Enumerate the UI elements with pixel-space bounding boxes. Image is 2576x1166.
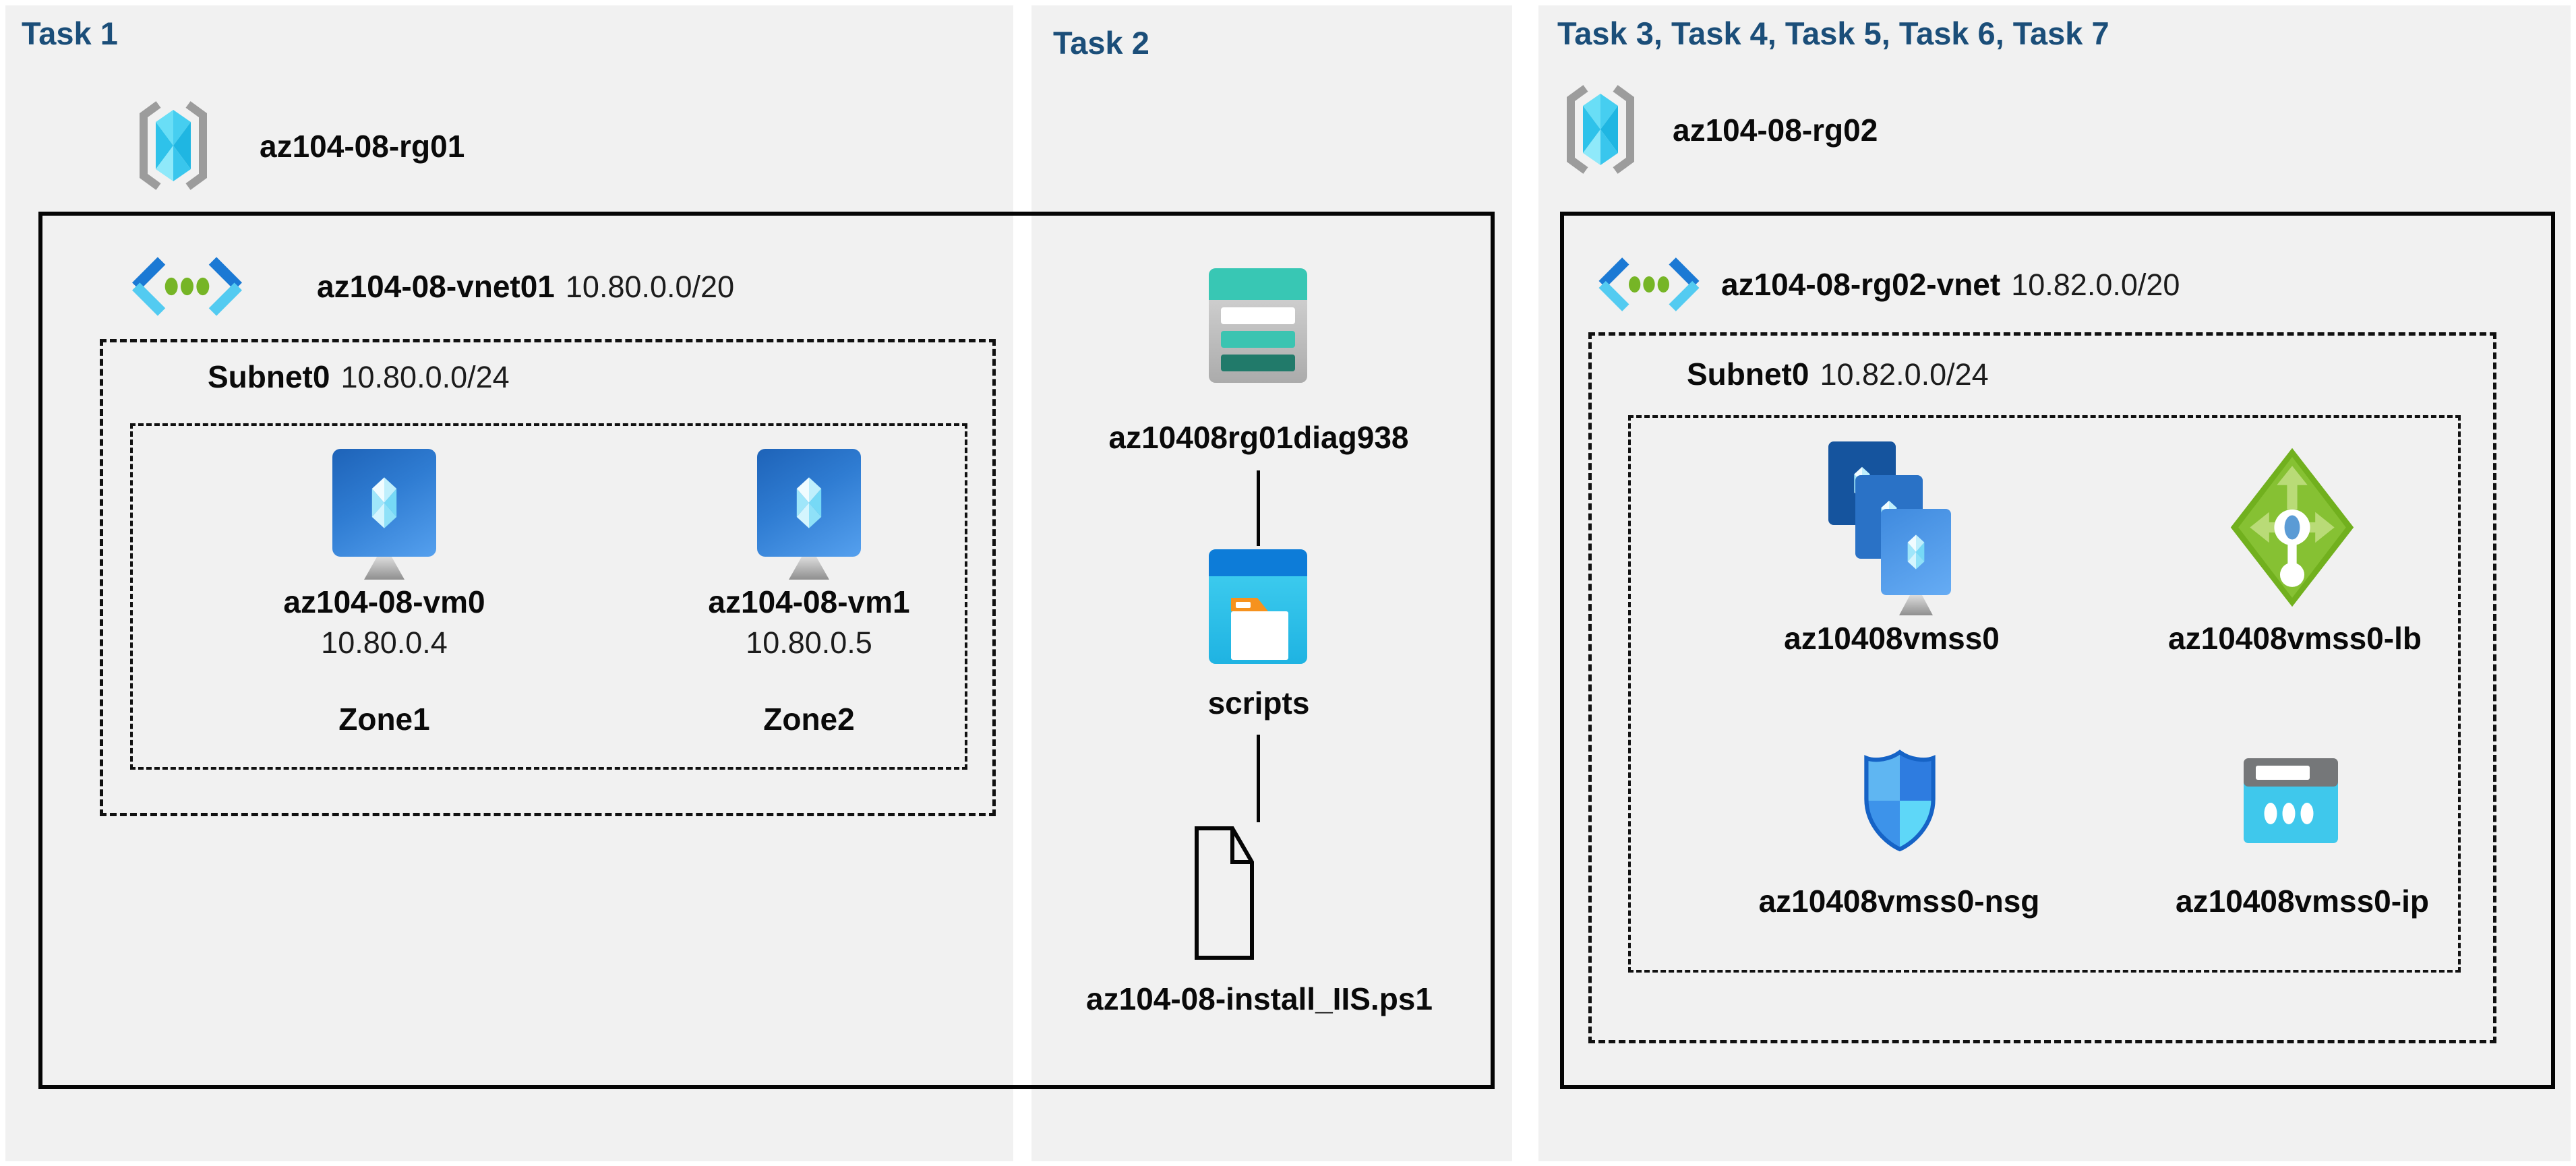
subnet1-name: Subnet0 [208,359,330,394]
vm1-zone: Zone2 [763,702,855,737]
vnet3-cidr: 10.82.0.0/20 [2011,268,2180,302]
vnet1-label: az104-08-vnet01 10.80.0.0/20 [317,268,734,305]
container-name: scripts [1207,685,1310,720]
storage-bar-white [1221,307,1295,324]
load-balancer-label: az10408vmss0-lb [2168,621,2422,656]
public-ip-label: az10408vmss0-ip [2176,884,2429,919]
vm-scale-set-icon [1828,441,1951,619]
vnet3-label: az104-08-rg02-vnet 10.82.0.0/20 [1721,266,2180,303]
virtual-network-icon [1595,244,1703,325]
vnet1-box [38,212,1495,1089]
vnet3-box [1560,212,2555,1089]
network-security-group-icon [1858,743,1942,859]
resource-group-name: az104-08-rg02 [1673,113,1878,148]
resource-group-icon [137,99,210,192]
vm0-ip: 10.80.0.4 [321,625,448,660]
vnet3-name: az104-08-rg02-vnet [1721,267,2001,302]
blob-container-icon [1209,549,1307,664]
subnet3-cidr: 10.82.0.0/24 [1820,357,1989,392]
subnet3-label: Subnet0 10.82.0.0/24 [1687,356,1989,392]
resource-group-name: az104-08-rg01 [260,129,465,164]
subnet3-name: Subnet0 [1687,357,1809,392]
storage-account-icon [1209,268,1307,383]
subnet1-cidr: 10.80.0.0/24 [340,360,510,394]
panel-task3 [1538,5,2571,1161]
virtual-network-icon [128,243,246,330]
task2-header: Task 2 [1053,25,1149,61]
availability-zones-box [130,423,967,770]
vmss-stand [1899,595,1933,615]
nsg-label: az10408vmss0-nsg [1758,884,2040,919]
virtual-machine-icon [757,449,861,557]
connector-storage-to-container [1257,470,1260,546]
virtual-machine-icon [332,449,436,557]
public-ip-icon [2242,757,2339,845]
subnet1-box [100,339,996,816]
vm1-ip: 10.80.0.5 [746,625,872,660]
file-name: az104-08-install_IIS.ps1 [1086,981,1433,1016]
storage-account-name: az10408rg01diag938 [1108,420,1409,455]
subnet1-label: Subnet0 10.80.0.0/24 [208,359,510,395]
storage-bar-teal [1221,331,1295,348]
task1-header: Task 1 [22,16,118,51]
panel-task1 [5,5,1013,1161]
vmss-monitor-front [1881,509,1951,595]
vm0-zone: Zone1 [338,702,430,737]
subnet3-box [1588,332,2496,1043]
vmss-label: az10408vmss0 [1784,621,2000,656]
storage-bar-darkteal [1221,355,1295,371]
file-icon [1195,826,1254,960]
resource-group-icon [1560,83,1641,176]
connector-container-to-file [1257,735,1260,822]
load-balancer-icon [2228,445,2356,610]
vmss-resources-box [1628,415,2461,973]
container-icon-top [1209,549,1307,576]
vnet1-cidr: 10.80.0.0/20 [565,270,735,304]
storage-icon-top [1209,268,1307,300]
task3-header: Task 3, Task 4, Task 5, Task 6, Task 7 [1557,16,2109,51]
vm0-name: az104-08-vm0 [283,584,485,619]
vnet1-name: az104-08-vnet01 [317,269,555,304]
vm1-name: az104-08-vm1 [708,584,910,619]
